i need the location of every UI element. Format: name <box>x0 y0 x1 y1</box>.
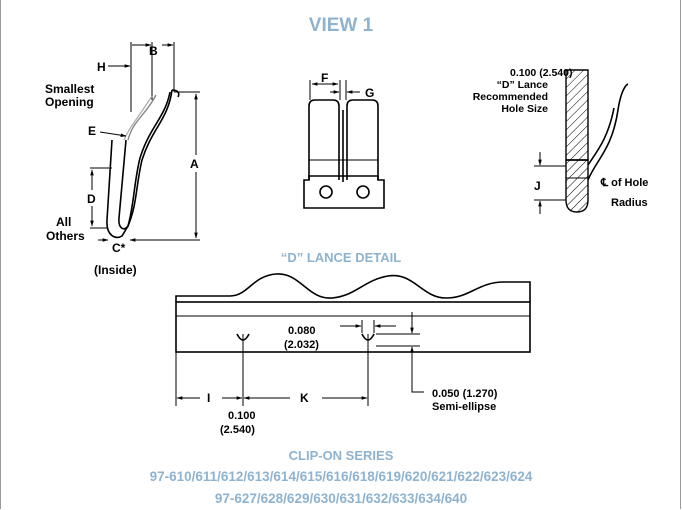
series-line-1: 97-610/611/612/613/614/615/616/618/619/6… <box>150 469 533 484</box>
leader-050 <box>411 368 424 393</box>
hole-right <box>356 185 370 199</box>
label-050: 0.050 (1.270) <box>432 388 498 400</box>
label-hole-size-value: 0.100 (2.540) <box>510 67 572 79</box>
panel-section-upper <box>565 69 589 161</box>
detail-wavy-edge <box>175 273 531 302</box>
hole-left <box>319 185 333 199</box>
clip-base <box>303 175 385 209</box>
label-opening: Opening <box>45 95 94 109</box>
label-others: Others <box>46 229 85 243</box>
label-080: 0.080 <box>288 325 316 337</box>
front-view: F G <box>303 71 385 209</box>
label-f: F <box>321 71 328 85</box>
label-2032: (2.032) <box>284 339 319 351</box>
label-h: H <box>97 60 106 74</box>
panel-section-lance <box>565 159 589 213</box>
label-k: K <box>300 391 309 405</box>
spring-curve-inner <box>587 107 615 166</box>
series-line-2: 97-627/628/629/630/631/632/633/634/640 <box>215 491 467 506</box>
label-smallest: Smallest <box>45 82 94 96</box>
label-lance-1: “D” Lance <box>497 79 549 91</box>
clip-profile-outer <box>106 89 173 239</box>
label-j: J <box>534 179 541 193</box>
label-2540: (2.540) <box>220 424 255 436</box>
label-radius: Radius <box>611 197 648 209</box>
view-title: VIEW 1 <box>309 15 374 36</box>
left-side-view: H B Smallest Opening E A D All Others C*… <box>45 42 200 277</box>
lance-detail: 0.080 (2.032) I K 0.100 (2.540) 0.050 (1… <box>175 273 531 436</box>
label-a: A <box>190 157 199 171</box>
label-inside: (Inside) <box>94 263 137 277</box>
label-semi-ellipse: Semi-ellipse <box>432 401 496 413</box>
spring-curve <box>587 83 629 181</box>
dim-e-arrow <box>99 131 127 137</box>
label-e: E <box>88 124 96 138</box>
clip-profile-inner <box>118 91 171 230</box>
label-g: G <box>365 86 374 100</box>
label-i: I <box>207 391 210 405</box>
label-cl-of-hole: ℄ of Hole <box>600 177 648 189</box>
right-prong <box>346 99 379 180</box>
left-prong <box>308 99 340 180</box>
label-100: 0.100 <box>228 410 256 422</box>
spring-alt-position-1 <box>127 94 157 141</box>
detail-bar <box>175 301 531 353</box>
spring-alt-position-2 <box>123 95 153 141</box>
label-lance-2: Recommended <box>473 91 548 103</box>
label-b: B <box>149 44 158 58</box>
label-d: D <box>87 192 96 206</box>
label-c: C* <box>112 241 126 255</box>
section-view: 0.100 (2.540) “D” Lance Recommended Hole… <box>473 67 648 214</box>
detail-title: “D” LANCE DETAIL <box>281 250 401 265</box>
label-all: All <box>56 215 71 229</box>
series-title: CLIP-ON SERIES <box>289 448 394 463</box>
label-lance-3: Hole Size <box>501 103 548 115</box>
clip-tip <box>171 89 180 98</box>
